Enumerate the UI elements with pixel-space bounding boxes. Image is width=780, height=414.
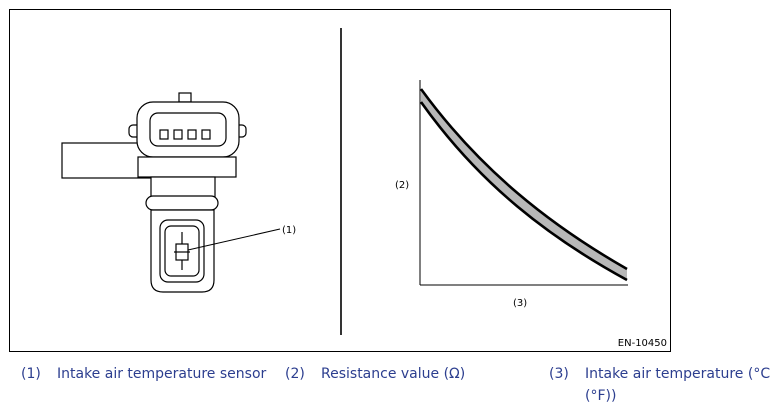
- sensor-illustration: [61, 92, 247, 293]
- legend-1-text: Intake air temperature sensor: [57, 366, 267, 382]
- sensor-collar: [145, 195, 219, 211]
- connector-pin: [173, 129, 183, 140]
- connector-pin: [201, 129, 211, 140]
- callout-1-leader: [187, 228, 281, 251]
- legend-1-num: (1): [21, 366, 41, 382]
- legend-2-text: Resistance value (Ω): [321, 366, 466, 382]
- figure-frame: (1) (2) (3) EN-10450: [9, 9, 671, 352]
- connector-pin: [187, 129, 197, 140]
- legend-3-text: Intake air temperature (°C: [585, 366, 771, 382]
- callout-1-label: (1): [282, 225, 296, 236]
- connector-tab: [178, 92, 192, 103]
- curve-lower: [419, 101, 628, 282]
- sensor-lower-body: [137, 156, 237, 178]
- legend-3-num: (3): [549, 366, 569, 382]
- diagram-svg: (1) (2) (3): [61, 28, 628, 335]
- legend-2-num: (2): [285, 366, 305, 382]
- tolerance-band: [421, 89, 627, 280]
- legend-3-text-cont: (°F)): [585, 388, 617, 404]
- figure-code: EN-10450: [617, 338, 667, 349]
- characteristic-graph: (2) (3): [395, 80, 628, 309]
- connector-pin: [159, 129, 169, 140]
- y-axis-label: (2): [395, 180, 409, 191]
- curve-upper: [419, 88, 628, 271]
- legend: (1) Intake air temperature sensor (2) Re…: [0, 364, 780, 410]
- sensor-neck: [150, 176, 216, 198]
- x-axis-label: (3): [513, 298, 527, 309]
